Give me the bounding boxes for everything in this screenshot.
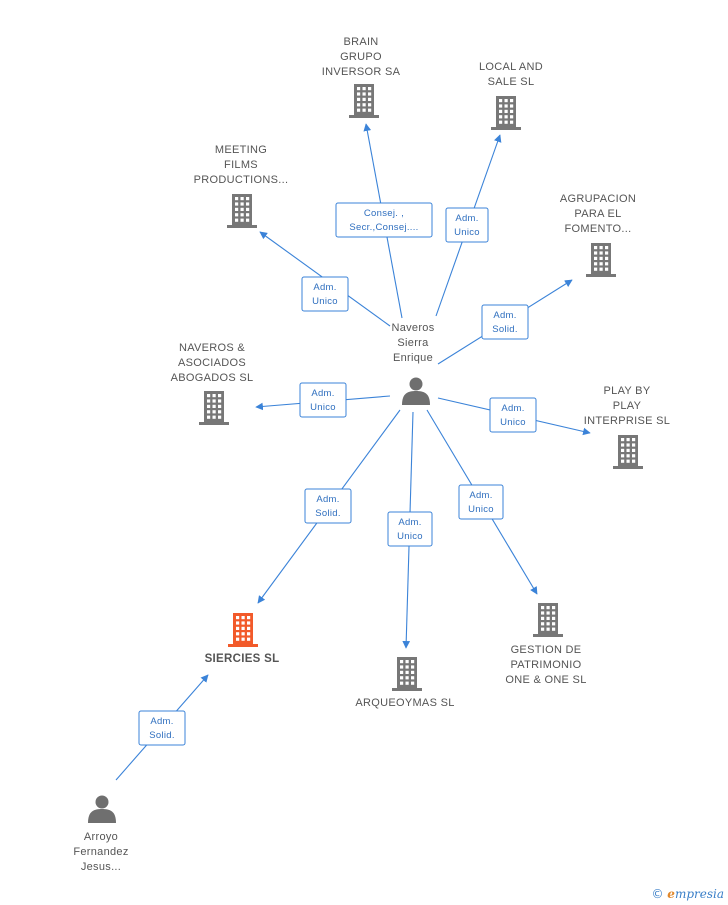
building-icon — [533, 603, 563, 637]
node-label-line: INTERPRISE SL — [584, 415, 670, 427]
node-label-line: ARQUEOYMAS SL — [355, 697, 454, 709]
node-arroyo[interactable]: ArroyoFernandezJesus... — [73, 795, 128, 874]
building-icon — [613, 435, 643, 469]
relation-label-box — [458, 484, 504, 520]
building-icon — [491, 96, 521, 130]
relation-label-line: Unico — [397, 531, 423, 542]
relation-label-box — [481, 304, 529, 340]
node-label-line: FOMENTO... — [565, 223, 632, 235]
relation-label-box — [445, 207, 489, 243]
relation-label-line: Unico — [468, 504, 494, 515]
building-icon — [227, 194, 257, 228]
relation-label-line: Adm. — [469, 490, 492, 501]
relation-label[interactable]: Adm. Unico — [301, 276, 349, 312]
node-label-line: ABOGADOS SL — [171, 372, 254, 384]
relation-labels-layer: Consej. ,Secr.,Consej....Adm.UnicoAdm.Un… — [138, 202, 537, 746]
relation-label[interactable]: Adm. Unico — [458, 484, 504, 520]
relation-label-line: Adm. — [150, 716, 173, 727]
brand-watermark: © empresia — [651, 887, 724, 901]
relation-label[interactable]: Adm. Solid. — [138, 710, 186, 746]
relation-label-line: Unico — [310, 402, 336, 413]
relation-label-line: Adm. — [313, 282, 336, 293]
node-label-line: PLAY — [613, 400, 642, 412]
relation-label-box — [489, 397, 537, 433]
relation-label[interactable]: Adm. Unico — [489, 397, 537, 433]
node-label-line: PATRIMONIO — [510, 659, 581, 671]
node-local[interactable]: LOCAL AND SALE SL — [479, 61, 543, 130]
relation-label[interactable]: Adm. Solid. — [481, 304, 529, 340]
relation-label-box — [301, 276, 349, 312]
node-label-line: Sierra — [397, 337, 429, 349]
building-icon — [392, 657, 422, 691]
node-playby[interactable]: PLAY BY PLAY INTERPRISE SL — [584, 385, 670, 469]
node-label-line: LOCAL AND — [479, 61, 543, 73]
relation-label[interactable]: Adm. Unico — [387, 511, 433, 547]
relation-label[interactable]: Adm. Unico — [445, 207, 489, 243]
node-label-line: FILMS — [224, 159, 258, 171]
relation-label-line: Unico — [312, 296, 338, 307]
node-label-line: Fernandez — [73, 846, 128, 858]
node-label-line: Arroyo — [84, 831, 118, 843]
node-label-line: INVERSOR SA — [322, 66, 401, 78]
person-icon — [402, 377, 430, 405]
node-agrupacion[interactable]: AGRUPACION PARA EL FOMENTO... — [560, 193, 636, 277]
node-label-line: ASOCIADOS — [178, 357, 246, 369]
building-icon — [199, 391, 229, 425]
node-label-line: GRUPO — [340, 51, 382, 63]
brand-initial: e — [667, 887, 675, 901]
relation-label-line: Adm. — [455, 213, 478, 224]
relation-label-line: Adm. — [493, 310, 516, 321]
node-label-line: PRODUCTIONS... — [194, 174, 289, 186]
node-label-line: NAVEROS & — [179, 342, 245, 354]
relation-label-box — [304, 488, 352, 524]
brand-name: mpresia — [674, 887, 724, 901]
relation-label-line: Solid. — [315, 508, 341, 519]
copyright-symbol: © — [651, 887, 664, 901]
node-label-line: SALE SL — [488, 76, 535, 88]
building-icon — [349, 84, 379, 118]
node-label-line: AGRUPACION — [560, 193, 636, 205]
relation-label-line: Unico — [454, 227, 480, 238]
relation-label-line: Adm. — [311, 388, 334, 399]
node-label-line: MEETING — [215, 144, 267, 156]
node-gestion[interactable]: GESTION DE PATRIMONIO ONE & ONE SL — [505, 603, 586, 686]
relation-label-line: Solid. — [149, 730, 175, 741]
node-label-line: PLAY BY — [604, 385, 651, 397]
node-label-line: Enrique — [393, 352, 433, 364]
node-siercies[interactable]: SIERCIES SL — [205, 613, 280, 665]
node-label-line: PARA EL — [574, 208, 621, 220]
relation-label-line: Adm. — [398, 517, 421, 528]
building-icon — [586, 243, 616, 277]
node-label-line: Naveros — [391, 322, 434, 334]
relation-label-line: Secr.,Consej.... — [349, 222, 418, 233]
relation-label-line: Solid. — [492, 324, 518, 335]
relation-label-box — [387, 511, 433, 547]
relation-label-line: Adm. — [316, 494, 339, 505]
node-naveros_asoc[interactable]: NAVEROS & ASOCIADOS ABOGADOS SL — [171, 342, 254, 425]
relation-label-line: Unico — [500, 417, 526, 428]
relation-label-box — [299, 382, 347, 418]
node-meeting[interactable]: MEETING FILMS PRODUCTIONS... — [194, 144, 289, 228]
person-icon — [88, 795, 116, 823]
node-label-line: ONE & ONE SL — [505, 674, 586, 686]
node-label-line: SIERCIES SL — [205, 653, 280, 665]
relation-label-box — [335, 202, 433, 238]
relation-label-line: Adm. — [501, 403, 524, 414]
relation-label[interactable]: Adm. Unico — [299, 382, 347, 418]
relation-label-line: Consej. , — [364, 208, 404, 219]
node-brain[interactable]: BRAIN GRUPO INVERSOR SA — [322, 36, 401, 118]
building-icon — [228, 613, 258, 647]
relation-label[interactable]: Consej. , Secr.,Consej.... — [335, 202, 433, 238]
relation-label-box — [138, 710, 186, 746]
relation-label[interactable]: Adm. Solid. — [304, 488, 352, 524]
node-label-line: BRAIN — [343, 36, 378, 48]
node-arqueoymas[interactable]: ARQUEOYMAS SL — [355, 657, 454, 709]
node-label-line: GESTION DE — [511, 644, 582, 656]
node-label-line: Jesus... — [81, 861, 121, 873]
